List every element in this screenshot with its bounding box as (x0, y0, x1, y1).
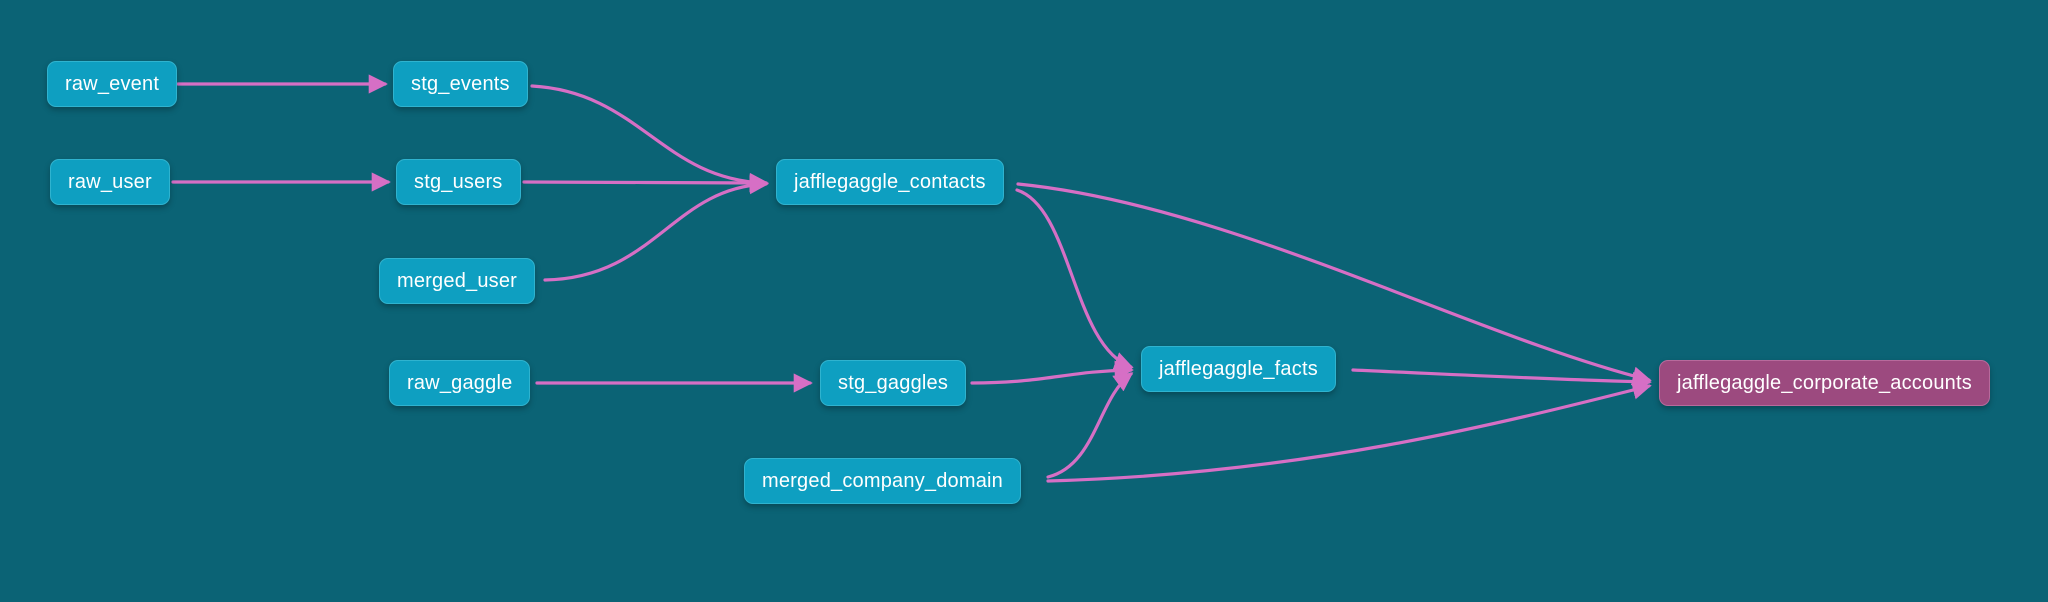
node-label: raw_user (68, 170, 152, 193)
node-label: jafflegaggle_facts (1159, 357, 1318, 380)
node-raw_user[interactable]: raw_user (50, 159, 170, 205)
node-raw_event[interactable]: raw_event (47, 61, 178, 107)
edge-stg_users-jafflegaggle_contacts (522, 173, 769, 193)
node-merged_user[interactable]: merged_user (379, 258, 536, 304)
node-label: merged_company_domain (762, 469, 1004, 492)
edge-jafflegaggle_facts-jafflegaggle_corporate_accounts (1351, 368, 1652, 392)
edge-stg_events-jafflegaggle_contacts (530, 84, 769, 193)
node-label: jafflegaggle_corporate_accounts (1677, 371, 1972, 394)
edge-stg_gaggles-jafflegaggle_facts (970, 360, 1134, 385)
edge-merged_user-jafflegaggle_contacts (543, 175, 769, 282)
node-label: raw_gaggle (407, 371, 513, 394)
node-jafflegaggle_facts[interactable]: jafflegaggle_facts (1141, 346, 1336, 392)
node-label: raw_event (65, 72, 160, 95)
edge-merged_company_domain-jafflegaggle_facts (1046, 372, 1134, 479)
node-raw_gaggle[interactable]: raw_gaggle (389, 360, 531, 406)
node-label: stg_users (414, 170, 503, 193)
edge-merged_company_domain-jafflegaggle_corporate_accounts (1046, 380, 1652, 483)
node-label: jafflegaggle_contacts (794, 170, 986, 193)
node-label: merged_user (397, 269, 518, 292)
node-stg_users[interactable]: stg_users (396, 159, 521, 205)
edge-jafflegaggle_contacts-jafflegaggle_facts (1015, 188, 1134, 371)
node-merged_company_domain[interactable]: merged_company_domain (744, 458, 1022, 504)
node-label: stg_events (411, 72, 510, 95)
node-label: stg_gaggles (838, 371, 949, 394)
node-jafflegaggle_contacts[interactable]: jafflegaggle_contacts (776, 159, 1004, 205)
node-stg_gaggles[interactable]: stg_gaggles (820, 360, 967, 406)
node-jafflegaggle_corporate_accounts[interactable]: jafflegaggle_corporate_accounts (1659, 360, 1990, 406)
node-stg_events[interactable]: stg_events (393, 61, 528, 107)
